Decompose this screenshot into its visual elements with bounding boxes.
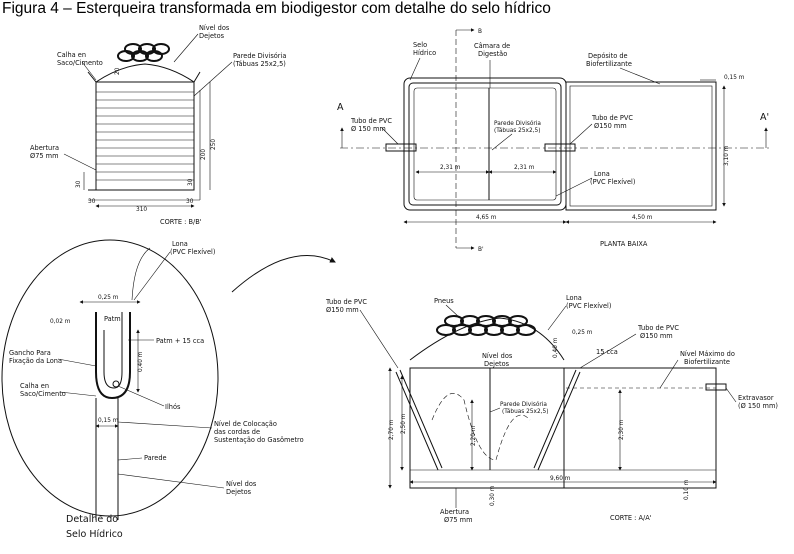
aa-lona-2: (PVC Flexível) bbox=[566, 302, 611, 310]
detail-dim-002: 0,02 m bbox=[50, 319, 71, 325]
plan-view: B B' A A' Selo Hídrico Câmara de Digestã… bbox=[337, 28, 772, 253]
plan-dim-231a: 2,31 m bbox=[440, 165, 461, 171]
bb-abertura-label: Abertura bbox=[30, 144, 59, 152]
plan-dim-465: 4,65 m bbox=[476, 215, 497, 221]
aa-tubo-r: Tubo de PVC bbox=[637, 324, 679, 332]
plan-dim-015: 0,15 m bbox=[724, 75, 745, 81]
plan-tubo-r: Tubo de PVC bbox=[591, 114, 633, 122]
bb-abertura-label-2: Ø75 mm bbox=[30, 152, 59, 160]
bb-nivel-label-2: Dejetos bbox=[199, 32, 225, 40]
plan-label: PLANTA BAIXA bbox=[600, 240, 648, 248]
detail-lona-2: (PVC Flexível) bbox=[170, 248, 215, 256]
detail-nivel-col: Nível de Colocação bbox=[214, 420, 277, 428]
bb-calha-label-2: Saco/Cimento bbox=[57, 59, 103, 67]
aa-dim-230: 2,30 m bbox=[619, 419, 625, 440]
bb-dim-250: 250 bbox=[211, 139, 217, 150]
bb-dim-30b: 30 bbox=[188, 178, 194, 186]
bb-dim-30c: 30 bbox=[88, 199, 96, 205]
plan-tubo-l-2: Ø 150 mm bbox=[351, 125, 386, 133]
section-aa: Tubo de PVC Ø150 mm Pneus Lona (PVC Flex… bbox=[325, 294, 778, 524]
plan-dim-450: 4,50 m bbox=[632, 215, 653, 221]
detail-gancho-2: Fixação da Lona bbox=[9, 357, 62, 365]
detail-patm15: Patm + 15 cca bbox=[156, 337, 204, 345]
plan-selo: Selo bbox=[413, 41, 427, 49]
plan-lona: Lona bbox=[594, 170, 610, 178]
bb-nivel-label: Nível dos bbox=[199, 24, 230, 32]
aa-tubo-r-2: Ø150 mm bbox=[640, 332, 673, 340]
detail-parede: Parede bbox=[144, 454, 167, 462]
figure-title: Figura 4 – Esterqueira transformada em b… bbox=[2, 0, 551, 17]
aa-abertura: Abertura bbox=[440, 508, 469, 516]
aa-tubo-l: Tubo de PVC bbox=[325, 298, 367, 306]
aa-label: CORTE : A/A' bbox=[610, 514, 652, 522]
section-bb: Calha en Saco/Cimento Nível dos Dejetos … bbox=[30, 24, 286, 226]
detail-nivel-col-3: Sustentação do Gasômetro bbox=[214, 436, 304, 444]
aa-parede-2: (Tábuas 25x2,5) bbox=[502, 408, 548, 415]
plan-b-bottom: B' bbox=[478, 247, 484, 253]
aa-parede: Parede Divisória bbox=[500, 401, 547, 408]
aa-dim-960: 9,60 m bbox=[550, 476, 571, 482]
bb-parede-label-2: (Tábuas 25x2,5) bbox=[233, 60, 286, 68]
detail-caption-2: Selo Hídrico bbox=[66, 529, 123, 540]
bb-corte-label: CORTE : B/B' bbox=[160, 218, 202, 226]
aa-dim-010: 0,10 m bbox=[684, 479, 690, 500]
plan-parede: Parede Divisória bbox=[494, 120, 541, 127]
aa-abertura-2: Ø75 mm bbox=[444, 516, 473, 524]
bb-dim-30a: 30 bbox=[76, 180, 82, 188]
detail-dim-015: 0,15 m bbox=[98, 418, 119, 424]
aa-extravasor-2: (Ø 150 mm) bbox=[738, 402, 778, 410]
plan-camara-2: Digestão bbox=[478, 50, 507, 58]
detail-nivel: Nível dos bbox=[226, 480, 257, 488]
bb-dim-200: 200 bbox=[201, 149, 207, 160]
detail-dim-025: 0,25 m bbox=[98, 295, 119, 301]
seal-detail: Lona (PVC Flexível) 0,25 m 0,02 m Patm P… bbox=[1, 239, 336, 540]
detail-nivel-col-2: das cordas de bbox=[214, 428, 260, 436]
bb-dim-310: 310 bbox=[136, 207, 147, 213]
aa-dim-025: 0,25 m bbox=[572, 330, 593, 336]
plan-deposito-2: Biofertilizante bbox=[586, 60, 632, 68]
plan-lona-2: (PVC Flexível) bbox=[590, 178, 635, 186]
plan-a-left: A bbox=[337, 102, 344, 113]
plan-parede-2: (Tábuas 25x2,5) bbox=[494, 127, 540, 134]
bb-dim-30d: 30 bbox=[186, 199, 194, 205]
detail-patm: Patm bbox=[104, 315, 121, 323]
plan-a-right: A' bbox=[760, 112, 769, 123]
aa-dim-220: 2,20 m bbox=[471, 425, 477, 446]
detail-callout-arrow bbox=[231, 255, 336, 293]
aa-lona: Lona bbox=[566, 294, 582, 302]
aa-tubo-l-2: Ø150 mm bbox=[326, 306, 359, 314]
plan-tubo-l: Tubo de PVC bbox=[350, 117, 392, 125]
plan-tubo-r-2: Ø150 mm bbox=[594, 122, 627, 130]
plan-camara: Câmara de bbox=[474, 42, 510, 50]
detail-gancho: Gancho Para bbox=[9, 349, 51, 357]
detail-calha: Calha en bbox=[20, 382, 49, 390]
aa-extravasor: Extravasor bbox=[738, 394, 774, 402]
bb-dim-20: 20 bbox=[115, 67, 121, 75]
aa-nivel: Nível dos bbox=[482, 352, 513, 360]
aa-nivel-max: Nível Máximo do bbox=[680, 350, 735, 358]
plan-b-top: B bbox=[478, 29, 482, 35]
bb-calha-label: Calha en bbox=[57, 51, 86, 59]
tires-bb bbox=[117, 43, 170, 62]
tires-aa bbox=[436, 315, 536, 336]
aa-pneus: Pneus bbox=[434, 297, 454, 305]
detail-nivel-2: Dejetos bbox=[226, 488, 252, 496]
plan-selo-2: Hídrico bbox=[413, 49, 436, 57]
bb-parede-label: Parede Divisória bbox=[233, 52, 286, 60]
detail-calha-2: Saco/Cimento bbox=[20, 390, 66, 398]
aa-dim-270: 2,70 m bbox=[389, 419, 395, 440]
plan-deposito: Depósito de bbox=[588, 52, 628, 60]
detail-caption: Detalhe do bbox=[66, 514, 118, 525]
aa-nivel-2: Dejetos bbox=[484, 360, 510, 368]
plan-dim-231b: 2,31 m bbox=[514, 165, 535, 171]
aa-dim-040: 0,40 m bbox=[553, 337, 559, 358]
detail-lona: Lona bbox=[172, 240, 188, 248]
detail-ilhos: Ilhós bbox=[165, 403, 181, 411]
plan-dim-310: 3,10 m bbox=[724, 145, 730, 166]
aa-dim-250: 2,50 m bbox=[401, 413, 407, 434]
aa-dim-030: 0,30 m bbox=[490, 485, 496, 506]
aa-nivel-max-2: Biofertilizante bbox=[684, 358, 730, 366]
detail-dim-040: 0,40 m bbox=[138, 351, 144, 372]
